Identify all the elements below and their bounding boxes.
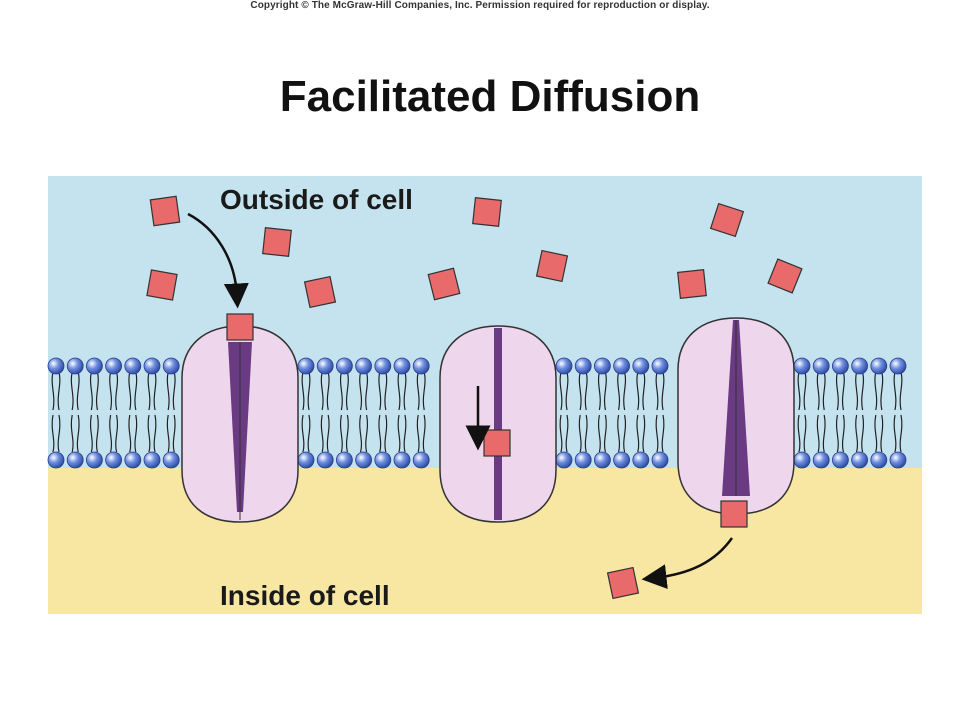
solute-molecule xyxy=(709,202,745,238)
solute-molecule xyxy=(472,197,502,227)
entry-arrow xyxy=(187,212,249,309)
page-title: Facilitated Diffusion xyxy=(279,72,701,121)
membrane-heads-top xyxy=(47,357,907,375)
solute-molecule xyxy=(303,275,337,309)
carrier-protein-transition xyxy=(439,325,557,523)
solute-molecule xyxy=(767,258,803,294)
solute-molecule xyxy=(427,267,461,301)
solute-molecule xyxy=(483,429,511,457)
carrier-protein-open-inside xyxy=(677,317,795,515)
solute-molecule xyxy=(146,269,178,301)
inside-of-cell-label: Inside of cell xyxy=(220,580,390,611)
release-arrow xyxy=(641,537,734,590)
solute-molecule xyxy=(720,500,748,528)
copyright-notice: Copyright © The McGraw-Hill Companies, I… xyxy=(250,0,710,11)
solute-molecule xyxy=(677,269,707,299)
solute-molecule xyxy=(535,249,569,283)
solute-molecule xyxy=(149,195,181,227)
solute-molecule xyxy=(262,227,292,257)
membrane-tails xyxy=(51,371,903,453)
solute-molecule xyxy=(226,313,254,341)
carrier-protein-open-outside xyxy=(181,325,299,523)
outside-of-cell-label: Outside of cell xyxy=(220,184,413,215)
solute-molecule xyxy=(606,566,640,600)
solute-molecules xyxy=(146,195,803,600)
